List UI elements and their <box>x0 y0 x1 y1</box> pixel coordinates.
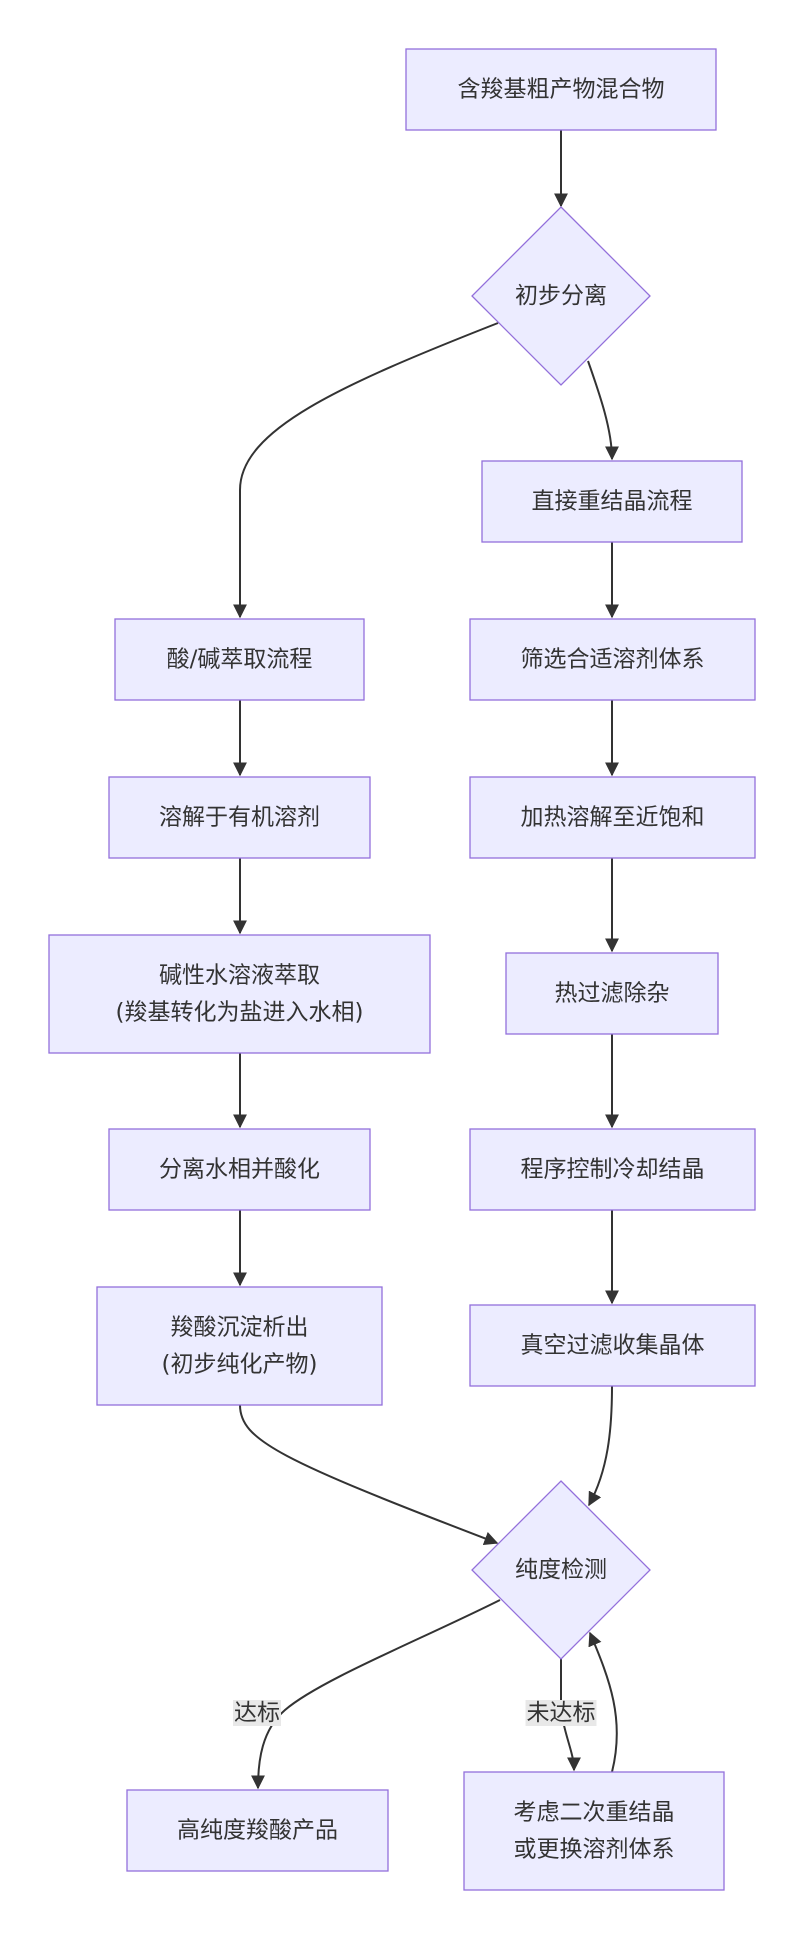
node-dissolve: 溶解于有机溶剂 <box>108 776 371 859</box>
process-box <box>126 1789 389 1872</box>
node-label: 热过滤除杂 <box>555 981 670 1007</box>
node-alkali: 碱性水溶液萃取 (羧基转化为盐进入水相) <box>48 934 431 1054</box>
node-purity: 纯度检测 <box>471 1480 651 1660</box>
node-label: 加热溶解至近饱和 <box>521 805 705 831</box>
node-label: 碱性水溶液萃取 <box>159 963 320 989</box>
node-label: 含羧基粗产物混合物 <box>458 77 665 103</box>
decision-diamond <box>471 1480 651 1660</box>
node-sep: 初步分离 <box>471 206 651 386</box>
edge-label-text: 未达标 <box>527 1700 596 1726</box>
edge-retry-to-purity <box>588 1631 618 1773</box>
node-start: 含羧基粗产物混合物 <box>405 48 717 131</box>
node-label: 纯度检测 <box>515 1557 607 1583</box>
node-precip: 羧酸沉淀析出 (初步纯化产物) <box>96 1286 383 1406</box>
node-label: (初步纯化产物) <box>162 1352 318 1378</box>
node-heat: 加热溶解至近饱和 <box>469 776 756 859</box>
node-label: 直接重结晶流程 <box>532 489 693 515</box>
process-box <box>469 1128 756 1211</box>
edge-label-background <box>525 1700 597 1726</box>
edge-purity-to-final <box>251 1599 501 1790</box>
process-box <box>48 934 431 1054</box>
node-final: 高纯度羧酸产品 <box>126 1789 389 1872</box>
process-box <box>463 1771 725 1891</box>
node-solvent: 筛选合适溶剂体系 <box>469 618 756 701</box>
node-cool: 程序控制冷却结晶 <box>469 1128 756 1211</box>
process-box <box>481 460 743 543</box>
edge-sep-to-acidbase <box>233 322 499 619</box>
node-label: 羧酸沉淀析出 <box>171 1315 309 1341</box>
edge-label-purity-to-retry: 未达标 <box>525 1700 597 1726</box>
node-acidify: 分离水相并酸化 <box>108 1128 371 1211</box>
node-recrys: 直接重结晶流程 <box>481 460 743 543</box>
process-box <box>469 618 756 701</box>
node-label: 真空过滤收集晶体 <box>521 1333 705 1359</box>
node-label: 溶解于有机溶剂 <box>159 805 320 831</box>
node-label: 程序控制冷却结晶 <box>521 1157 705 1183</box>
process-box <box>108 776 371 859</box>
decision-diamond <box>471 206 651 386</box>
edge-sep-to-recrys <box>587 360 619 461</box>
node-label: 初步分离 <box>515 283 607 309</box>
process-box <box>108 1128 371 1211</box>
process-box <box>114 618 365 701</box>
node-label: 高纯度羧酸产品 <box>177 1818 338 1844</box>
node-label: (羧基转化为盐进入水相) <box>116 1000 364 1026</box>
edge-precip-to-purity <box>239 1404 499 1546</box>
node-label: 考虑二次重结晶 <box>514 1800 675 1826</box>
process-box <box>405 48 717 131</box>
node-acidbase: 酸/碱萃取流程 <box>114 618 365 701</box>
node-label: 分离水相并酸化 <box>159 1157 320 1183</box>
node-hotfilter: 热过滤除杂 <box>505 952 719 1035</box>
edge-label-text: 达标 <box>234 1700 280 1726</box>
process-box <box>469 776 756 859</box>
process-box <box>469 1304 756 1387</box>
process-box <box>96 1286 383 1406</box>
edge-label-purity-to-final: 达标 <box>233 1700 281 1726</box>
edge-label-background <box>233 1700 281 1726</box>
node-label: 酸/碱萃取流程 <box>167 647 313 673</box>
edge-vacuum-to-purity <box>588 1385 613 1507</box>
node-vacuum: 真空过滤收集晶体 <box>469 1304 756 1387</box>
node-label: 筛选合适溶剂体系 <box>521 647 705 673</box>
node-label: 或更换溶剂体系 <box>514 1837 675 1863</box>
process-box <box>505 952 719 1035</box>
